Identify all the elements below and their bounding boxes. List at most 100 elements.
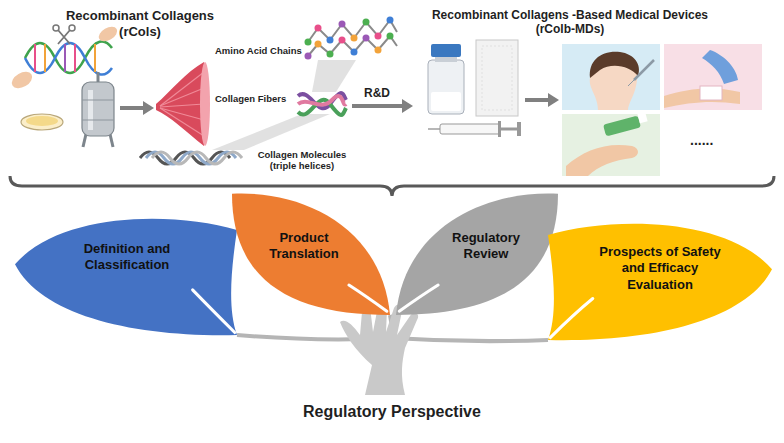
amino-acid-chain (327, 51, 334, 58)
section-title: Recombinant Collagens -Based Medical Dev… (420, 8, 720, 37)
patch (476, 40, 518, 116)
leaf-node: Regulatory Review (396, 190, 558, 315)
petri-dish (21, 114, 63, 130)
ellipsis-mark: ...... (690, 132, 713, 149)
process-arrow (120, 106, 143, 110)
hand-cream-image (562, 114, 660, 176)
amino-acid-chain (305, 39, 312, 46)
dna-hands (58, 30, 70, 44)
glove-image (702, 50, 738, 84)
vial (428, 44, 464, 114)
leaf-vein (349, 285, 387, 311)
dna-hands (53, 25, 59, 31)
rd-arrow (352, 99, 413, 113)
amino-acid-chain (308, 20, 397, 42)
dna-hands (64, 44, 66, 72)
amino-acid-chain (387, 33, 394, 40)
part-label: Collagen Molecules (triple helices) (248, 149, 356, 172)
glove-image (664, 44, 762, 110)
dna-hands (34, 44, 36, 72)
leaf-vein (399, 285, 438, 311)
face-injection-image (562, 44, 660, 110)
amino-acid-chain (375, 47, 382, 54)
vial (431, 92, 461, 111)
amino-acid-chain (387, 17, 394, 24)
leaf-shape (232, 193, 390, 315)
dna-hands (44, 44, 46, 72)
amino-acid-chain (305, 53, 312, 60)
dna-hands (94, 44, 96, 72)
dna-hands (69, 25, 75, 31)
section-title: Recombinant Collagens (rCols) (60, 8, 220, 39)
collagen-fiber (298, 96, 346, 105)
leaf-node: Prospects of Safety and Efficacy Evaluat… (548, 218, 772, 340)
bracket (10, 176, 774, 196)
hand-cream-image (637, 112, 647, 124)
vial (428, 60, 464, 114)
syringe (517, 122, 521, 136)
rd-arrow (402, 99, 413, 113)
leaf-label: Prospects of Safety and Efficacy Evaluat… (595, 244, 725, 293)
vial (431, 44, 461, 57)
fermenter (82, 82, 114, 136)
hand-figure (340, 302, 418, 395)
amino-acid-chain (363, 19, 370, 26)
triple-helix (152, 152, 242, 164)
fiber-bundle (160, 108, 204, 136)
fiber-bundle (200, 62, 210, 146)
leaf-label: Product Translation (262, 230, 346, 263)
bottom-heading: Regulatory Perspective (0, 402, 784, 421)
patch (482, 46, 512, 110)
arrow-label: R&D (362, 86, 392, 100)
zoom-cone (212, 60, 356, 150)
fermenter (82, 120, 114, 121)
syringe (440, 124, 500, 134)
stem (392, 338, 548, 341)
fermenter (88, 90, 93, 130)
face-injection-image (628, 80, 634, 86)
process-arrow (525, 98, 548, 102)
amino-acid-chain (351, 49, 358, 56)
zoom-cone (212, 114, 330, 150)
leaf-label: Definition and Classification (71, 241, 183, 274)
fiber-bundle (156, 62, 210, 146)
amino-acid-chain (305, 17, 398, 60)
amino-acid-chain (327, 37, 334, 44)
rd-arrow (352, 104, 402, 108)
amino-acid-chain (363, 35, 370, 42)
fiber-bundle (160, 88, 204, 106)
dna-hands (96, 24, 119, 44)
amino-acid-chain (315, 25, 322, 32)
part-label: Collagen Fibers (213, 93, 288, 104)
leaf-shape (548, 224, 772, 340)
fiber-bundle (160, 72, 204, 106)
hand-cream-image (566, 145, 638, 176)
fermenter (83, 134, 86, 147)
fermenter (82, 72, 114, 147)
amino-acid-chain (375, 33, 382, 40)
dna-hands (25, 43, 112, 75)
petri-dish (26, 116, 58, 126)
leaf-shape (15, 219, 237, 335)
dna-hands (9, 68, 35, 91)
fiber-bundle (160, 108, 204, 120)
fermenter (82, 100, 114, 101)
leaf-label: Regulatory Review (444, 230, 528, 263)
zoom-cone (312, 60, 356, 92)
dna-hands (25, 41, 112, 73)
patch (476, 40, 518, 116)
hand-cream-image (562, 112, 660, 176)
leaf-vein (550, 299, 593, 338)
leaf-node: Definition and Classification (15, 213, 237, 335)
process-arrow (143, 101, 154, 115)
glove-image (700, 86, 722, 100)
syringe (498, 121, 501, 137)
triple-helix (140, 152, 242, 164)
face-injection-image (562, 44, 660, 110)
dna-hands (74, 44, 76, 72)
face-injection-image (634, 60, 654, 80)
amino-acid-chain (339, 37, 346, 44)
leaf-node: Product Translation (232, 190, 390, 315)
collagen-fiber (298, 93, 346, 115)
